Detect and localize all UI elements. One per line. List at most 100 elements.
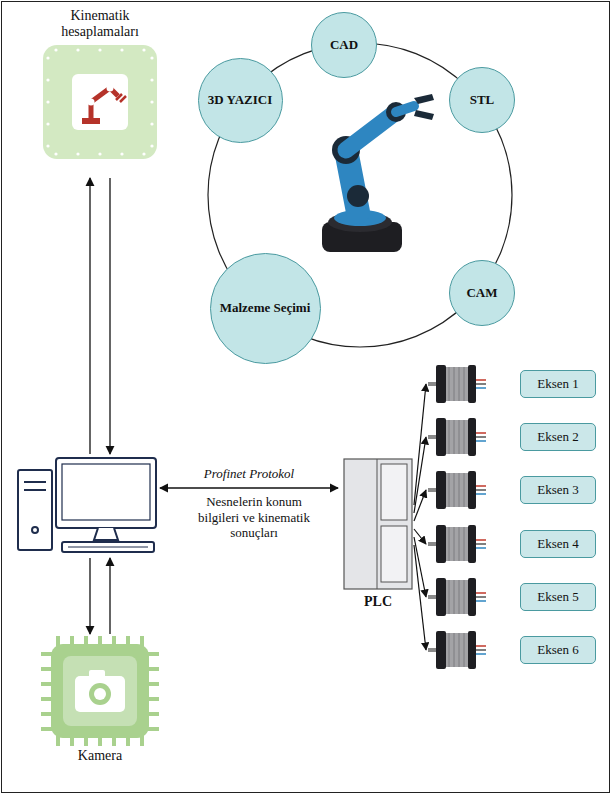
stepper-motor-part (428, 595, 436, 599)
stepper-motor-part (476, 645, 486, 647)
data-flow-note: Nesnelerin konum bilgileri ve kinematik … (192, 494, 316, 541)
stepper-motor-part (476, 440, 486, 442)
stepper-motor-part (468, 471, 476, 509)
kinematics-icon-part (76, 153, 79, 156)
kinematics-icon-part (116, 94, 126, 102)
process-circle: CAM (449, 260, 515, 326)
stepper-motor-part (428, 382, 436, 386)
axis-label: Eksen 5 (537, 589, 579, 605)
stepper-motor-part (446, 473, 468, 507)
stepper-motor-part (464, 420, 465, 454)
stepper-motor-part (468, 418, 476, 456)
plc-housing (343, 458, 413, 590)
process-label: Malzeme Seçimi (216, 301, 315, 315)
stepper-motor-part (476, 432, 486, 434)
robot-arm-illustration-part (414, 110, 434, 120)
kinematics-icon-part (82, 118, 100, 124)
kinematics-icon-part (150, 57, 153, 60)
stepper-motor-part (468, 525, 476, 563)
stepper-motor-part (464, 473, 465, 507)
robot-arm-illustration-part (396, 106, 414, 112)
stepper-motor-part (476, 493, 486, 495)
kinematics-icon-part (120, 153, 123, 156)
data-flow-arrows-part (160, 487, 338, 488)
stepper-motor-part (464, 580, 465, 614)
process-label: STL (466, 93, 499, 107)
axis-box: Eksen 5 (520, 583, 596, 611)
stepper-motor-part (459, 367, 460, 401)
protocol-label: Profinet Protokol (160, 466, 338, 482)
stepper-motor-part (436, 578, 446, 616)
robot-arm-illustration-part (414, 94, 434, 104)
axis-box: Eksen 1 (520, 370, 596, 398)
process-circle: Malzeme Seçimi (210, 253, 321, 364)
kinematics-icon-part (98, 49, 101, 52)
stepper-motor-part (449, 367, 450, 401)
stepper-motor-part (436, 525, 446, 563)
kinematics-icon-part (98, 153, 101, 156)
kinematics-icon-part (120, 49, 123, 52)
kinematics-icon-part (72, 74, 128, 130)
stepper-motor (428, 365, 486, 403)
camera-module: Kamera (30, 636, 170, 764)
computer-icon-part (94, 528, 118, 540)
stepper-motor (428, 471, 486, 509)
stepper-motor-part (464, 367, 465, 401)
axis-label: Eksen 3 (537, 482, 579, 498)
kinematics-icon-part (150, 79, 153, 82)
stepper-motor-part (459, 633, 460, 667)
kinematics-icon-part (54, 49, 57, 52)
stepper-motor-group (414, 365, 486, 669)
axis-box: Eksen 6 (520, 636, 596, 664)
stepper-motor-part (436, 418, 446, 456)
stepper-motor (428, 631, 486, 669)
stepper-motor-part (476, 543, 486, 545)
computer-icon-part (62, 464, 150, 520)
stepper-motor-part (476, 596, 486, 598)
computer-icon-part (68, 547, 148, 548)
plc-housing-part (344, 459, 412, 589)
stepper-motor-part (476, 485, 486, 487)
computer-icon-part (24, 489, 46, 491)
computer-icon (18, 458, 156, 552)
stepper-motor (428, 578, 486, 616)
stepper-motor-part (459, 580, 460, 614)
stepper-motor-part (436, 471, 446, 509)
stepper-motor-part (454, 633, 455, 667)
stepper-motor-part (454, 420, 455, 454)
control-signal-arrow (414, 490, 426, 521)
kinematics-icon-part (150, 123, 153, 126)
stepper-motor-part (476, 600, 486, 602)
stepper-motor-part (454, 580, 455, 614)
plc-housing-part (381, 526, 407, 582)
stepper-motor-part (464, 633, 465, 667)
kinematics-icon (42, 44, 158, 160)
kinematics-icon-part (76, 49, 79, 52)
stepper-motor-part (464, 527, 465, 561)
stepper-motor-part (428, 435, 436, 439)
data-flow-arrows-part (109, 558, 110, 634)
control-signal-arrow (414, 437, 426, 513)
stepper-motor-part (476, 547, 486, 549)
kinematics-icon-part (43, 45, 157, 159)
computer-icon-part (32, 527, 38, 533)
stepper-motor-part (476, 539, 486, 541)
control-signal-arrow (414, 537, 426, 597)
camera-chip-icon (41, 636, 159, 746)
axis-box: Eksen 2 (520, 423, 596, 451)
kinematics-icon-part (142, 153, 145, 156)
axis-box: Eksen 4 (520, 530, 596, 558)
stepper-motor-part (449, 580, 450, 614)
axis-label: Eksen 1 (537, 376, 579, 392)
control-signal-arrow (414, 529, 426, 544)
kinematics-icon-part (46, 79, 49, 82)
module-caption: PLC (364, 594, 392, 610)
kinematics-icon-part (88, 99, 95, 106)
axis-box: Eksen 3 (520, 476, 596, 504)
stepper-motor-part (446, 633, 468, 667)
computer-icon-part (62, 542, 154, 552)
kinematics-icon-part (46, 123, 49, 126)
robot-arm-illustration (322, 94, 434, 252)
stepper-motor-part (468, 365, 476, 403)
